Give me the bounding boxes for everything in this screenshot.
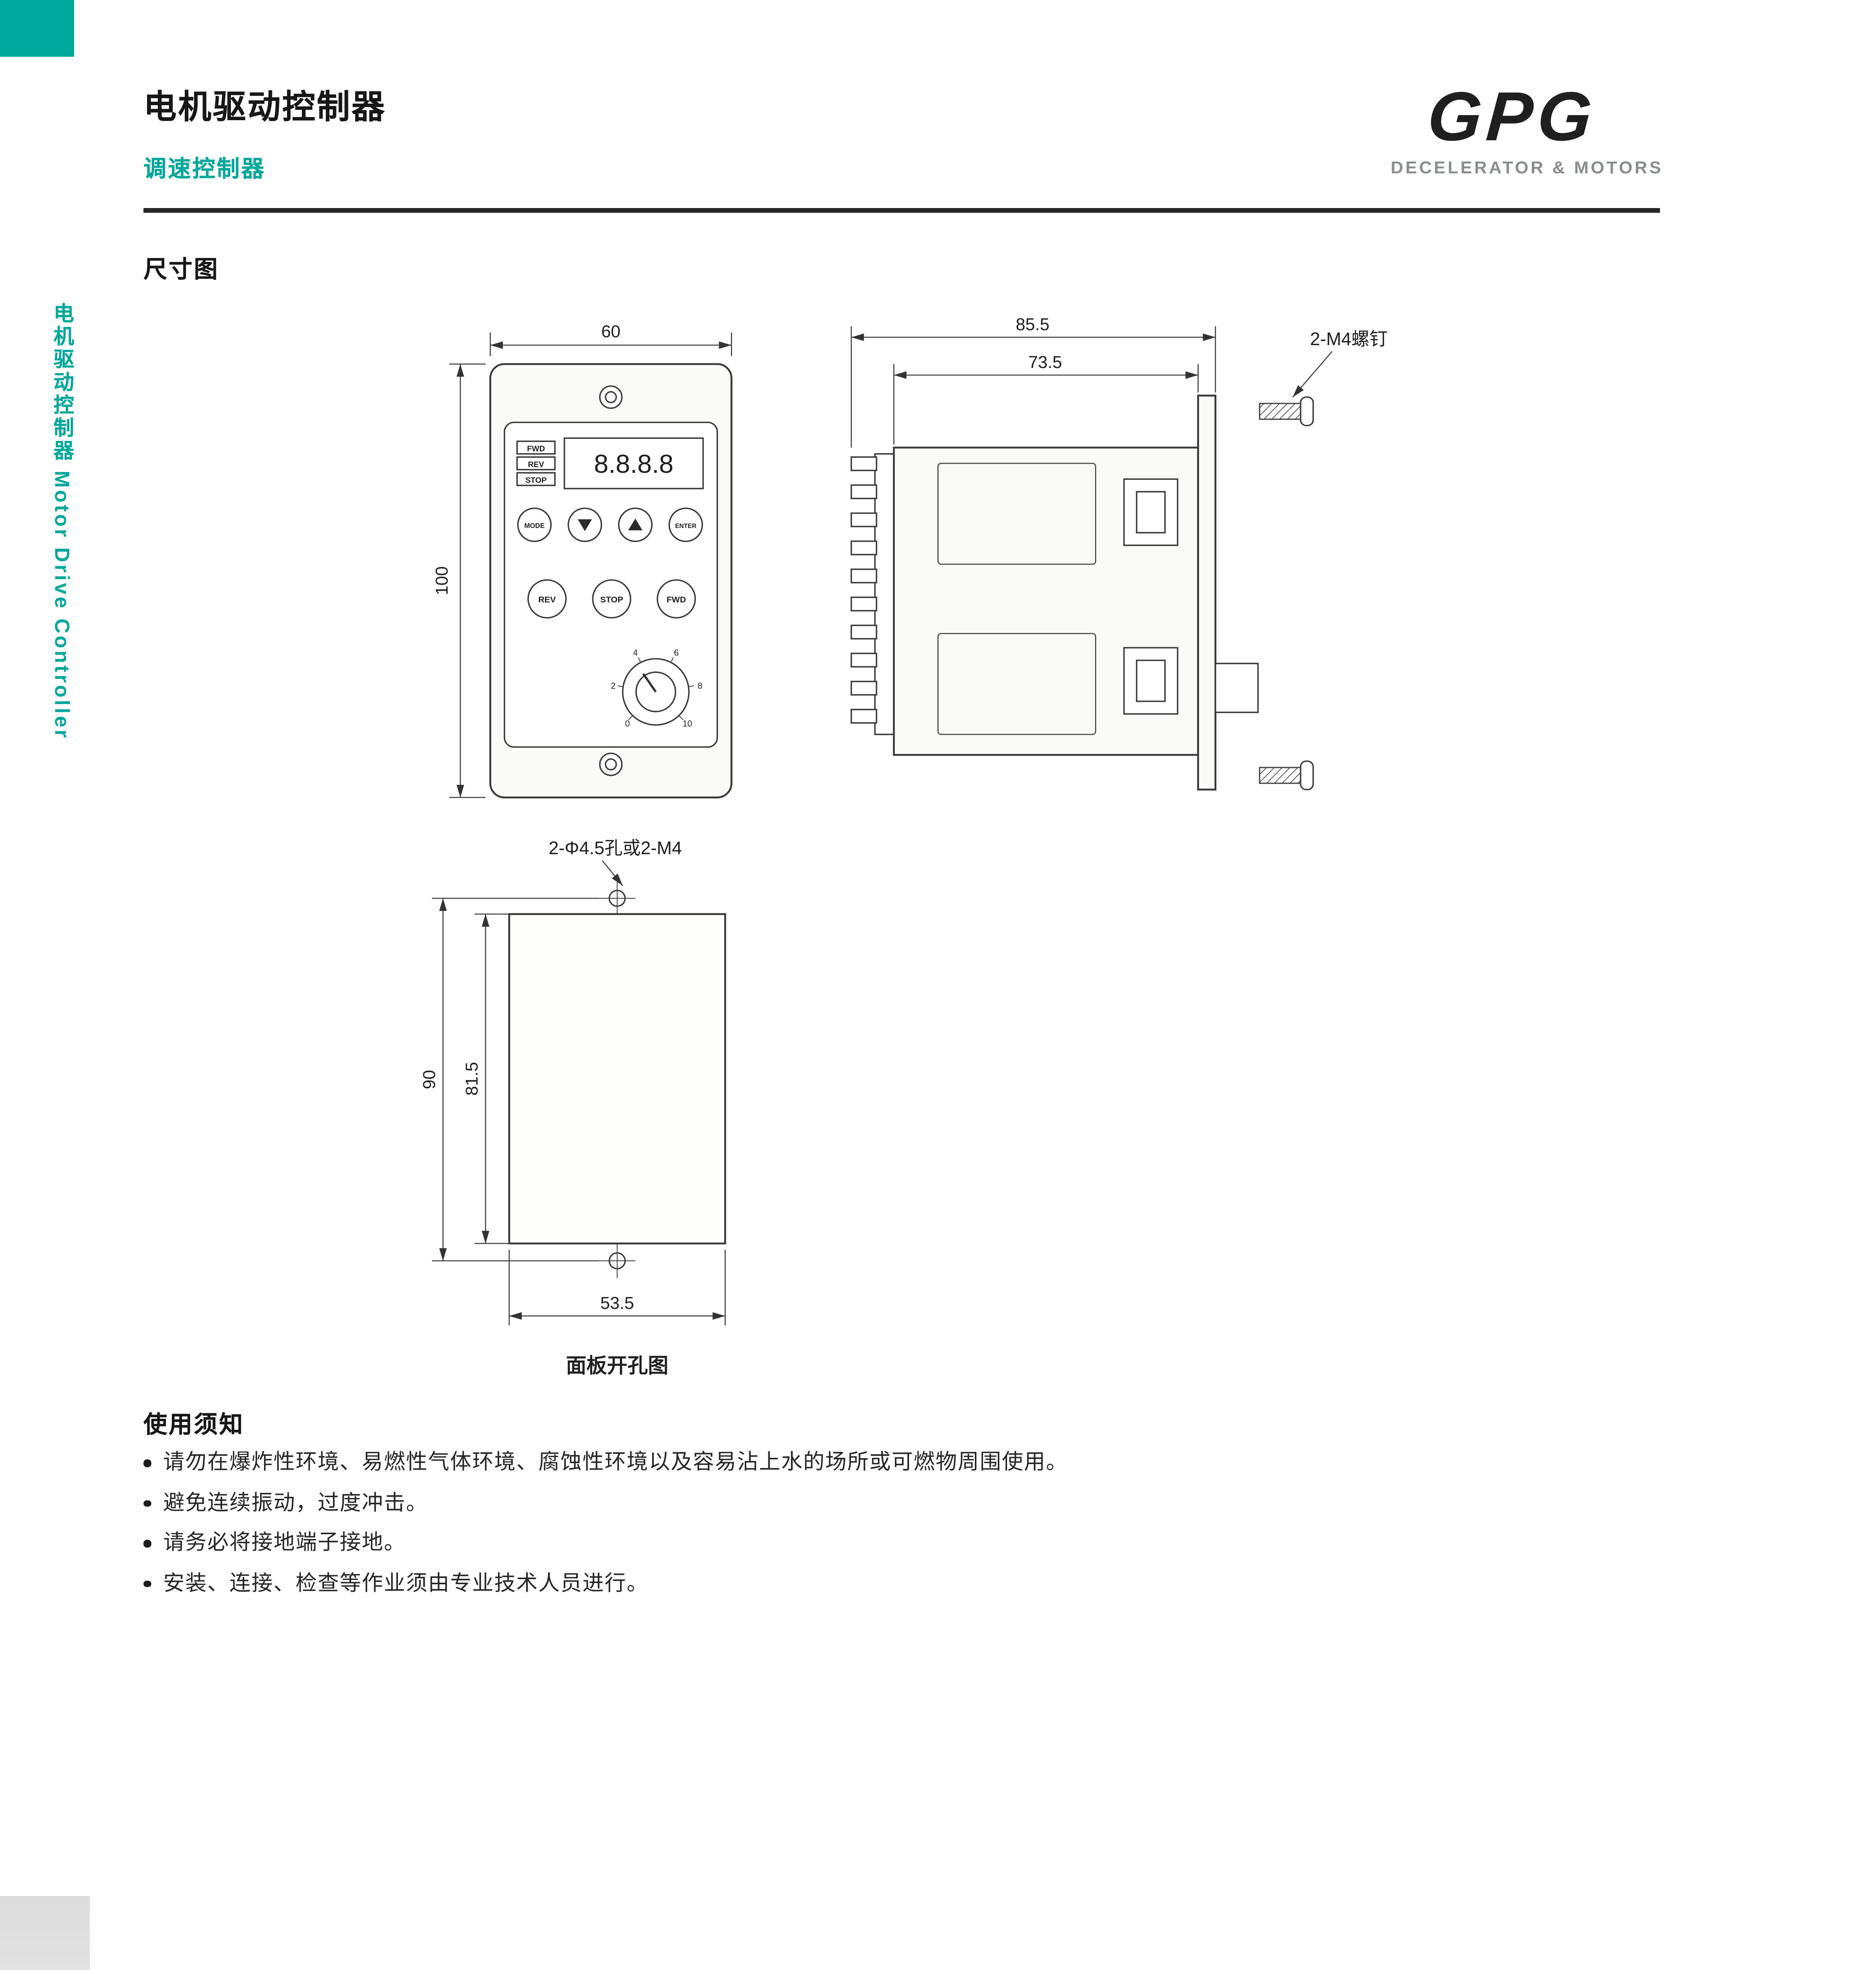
dial-tick-8: 8	[697, 681, 702, 691]
svg-text:ENTER: ENTER	[675, 523, 697, 530]
screw-label: 2-M4螺钉	[1310, 329, 1388, 349]
fwd-button	[656, 579, 696, 619]
side-view-drawing: 85.5 73.5	[850, 315, 1388, 791]
note-text: 请务必将接地端子接地。	[163, 1530, 406, 1554]
front-height-dim: 100	[432, 566, 452, 595]
front-view-drawing: 60 100 FWD REV STOP 8.8.8.8 MODE	[432, 322, 733, 799]
cutout-hole-label: 2-Φ4.5孔或2-M4	[548, 838, 682, 858]
dial-pointer	[642, 673, 657, 693]
digital-display	[563, 437, 704, 489]
side-overall-depth-dim: 85.5	[1016, 315, 1050, 334]
header-rule	[143, 208, 1660, 213]
button-row-1: MODE ENTER	[517, 507, 703, 542]
mounting-clip-bottom	[1123, 647, 1179, 715]
stop-button	[592, 579, 632, 619]
m4-screw-top	[1259, 396, 1314, 426]
cutout-height-dim: 81.5	[462, 1062, 482, 1096]
brand-logo: GPG	[1425, 78, 1599, 155]
page-subtitle: 调速控制器	[143, 158, 266, 183]
body-window-bottom	[937, 633, 1096, 735]
panel-cutout-drawing: 2-Φ4.5孔或2-M4 90 81.5 53.5 面板开孔	[420, 838, 726, 1377]
note-text: 避免连续振动，过度冲击。	[163, 1490, 428, 1514]
down-arrow-icon	[578, 519, 592, 531]
note-item: 请勿在爆炸性环境、易燃性气体环境、腐蚀性环境以及容易沾上水的场所或可燃物周围使用…	[143, 1450, 1562, 1475]
bullet-icon	[143, 1500, 151, 1507]
usage-notes-list: 请勿在爆炸性环境、易燃性气体环境、腐蚀性环境以及容易沾上水的场所或可燃物周围使用…	[143, 1450, 1562, 1611]
mode-button	[517, 507, 552, 542]
dial-tick-4: 4	[633, 648, 638, 658]
dimensions-section-title: 尺寸图	[143, 257, 219, 284]
sidebar-gradient-bars	[0, 1896, 90, 1970]
m4-screw-bottom	[1259, 760, 1314, 790]
up-arrow-icon	[628, 519, 643, 530]
cutout-caption: 面板开孔图	[566, 1355, 668, 1377]
speed-dial: 0 2 4 6 8 10	[611, 648, 702, 729]
fwd-indicator: FWD	[527, 445, 545, 453]
corner-accent-block	[0, 0, 74, 57]
dial-tick-0: 0	[625, 719, 630, 729]
dial-tick-2: 2	[611, 681, 615, 691]
brand-tagline: DECELERATOR & MOTORS	[1391, 159, 1663, 178]
bullet-icon	[143, 1580, 151, 1587]
svg-text:MODE: MODE	[524, 522, 545, 530]
side-body-depth-dim: 73.5	[1028, 353, 1062, 372]
notes-section-title: 使用须知	[143, 1412, 245, 1439]
bullet-icon	[143, 1459, 151, 1466]
page-title: 电机驱动控制器	[143, 90, 387, 126]
button-row-2: REV STOP FWD	[527, 579, 696, 619]
stop-indicator: STOP	[525, 476, 547, 485]
svg-text:STOP: STOP	[600, 595, 623, 604]
front-flange	[1197, 394, 1217, 791]
bottom-mounting-hole	[599, 1243, 636, 1278]
display-digits: 8.8.8.8	[594, 449, 673, 478]
cutout-rectangle	[508, 913, 726, 1245]
dial-tick-6: 6	[674, 648, 679, 658]
indicator-labels: FWD REV STOP	[516, 440, 556, 486]
note-item: 避免连续振动，过度冲击。	[143, 1490, 1562, 1515]
note-item: 安装、连接、检查等作业须由专业技术人员进行。	[143, 1570, 1562, 1596]
dial-tick-10: 10	[682, 719, 692, 729]
front-width-dim: 60	[601, 322, 621, 341]
rev-indicator: REV	[528, 461, 545, 469]
note-text: 请勿在爆炸性环境、易燃性气体环境、腐蚀性环境以及容易沾上水的场所或可燃物周围使用…	[163, 1450, 1068, 1474]
note-text: 安装、连接、检查等作业须由专业技术人员进行。	[163, 1570, 649, 1594]
svg-text:REV: REV	[538, 595, 556, 604]
rear-tab	[1214, 663, 1259, 713]
body-window-top	[937, 463, 1096, 565]
top-mounting-hole	[599, 881, 636, 916]
svg-text:FWD: FWD	[667, 595, 686, 604]
sidebar-vertical-label: 电机驱动控制器 Motor Drive Controller	[50, 303, 74, 740]
brand-logo-text: GPG	[1425, 78, 1599, 155]
bullet-icon	[143, 1540, 151, 1547]
terminal-pins	[850, 453, 895, 735]
rev-button	[527, 579, 567, 619]
enter-button	[668, 507, 703, 542]
mounting-clip-top	[1123, 478, 1179, 546]
hole-pitch-dim: 90	[420, 1070, 439, 1089]
cutout-width-dim: 53.5	[600, 1294, 634, 1313]
note-item: 请务必将接地端子接地。	[143, 1530, 1562, 1556]
